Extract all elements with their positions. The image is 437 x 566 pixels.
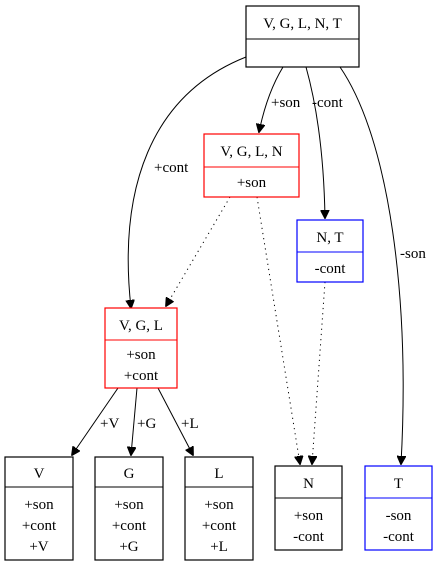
edge-label-root-t: -son xyxy=(400,246,426,262)
node-n-feature-2: -cont xyxy=(293,529,325,545)
node-g-box xyxy=(94,456,164,561)
node-l-feature-1: +son xyxy=(204,497,234,513)
node-vgln-feature: +son xyxy=(237,175,267,191)
node-g-title: G xyxy=(124,466,135,482)
node-vgln-box xyxy=(203,133,300,198)
node-root-title: V, G, L, N, T xyxy=(263,16,342,32)
edge-labels: +cont +son -cont -son +V +G +L xyxy=(100,95,426,432)
node-vgl-box xyxy=(104,307,178,389)
edge-nt-to-n xyxy=(312,281,326,464)
node-vgl: V, G, L +son +cont xyxy=(104,307,178,389)
node-n-title: N xyxy=(303,476,314,492)
node-v-feature-3: +V xyxy=(29,539,48,555)
edge-label-root-nt: -cont xyxy=(312,95,344,111)
node-l-feature-2: +cont xyxy=(202,518,237,534)
node-l-title: L xyxy=(214,466,223,482)
node-vgl-feature-1: +son xyxy=(126,347,156,363)
edge-vgl-to-v xyxy=(72,387,119,455)
edge-vgln-to-n xyxy=(256,196,300,464)
node-vgln: V, G, L, N +son xyxy=(203,133,300,198)
node-g-feature-3: +G xyxy=(119,539,138,555)
node-nt-title: N, T xyxy=(316,230,343,246)
edges xyxy=(72,56,403,464)
node-n: N +son -cont xyxy=(274,465,343,551)
node-vgl-feature-2: +cont xyxy=(124,368,159,384)
node-g-feature-2: +cont xyxy=(112,518,147,534)
edge-label-root-vgl: +cont xyxy=(154,160,189,176)
node-v-title: V xyxy=(34,466,45,482)
node-root-box xyxy=(245,5,360,68)
edge-label-vgl-g: +G xyxy=(137,416,156,432)
edge-vgl-to-g xyxy=(131,387,138,455)
node-l: L +son +cont +L xyxy=(184,456,254,561)
node-g: G +son +cont +G xyxy=(94,456,164,561)
node-v-box xyxy=(4,456,74,561)
edge-vgln-to-vgl xyxy=(166,196,231,306)
node-t-box xyxy=(364,465,433,551)
edge-root-to-nt xyxy=(305,66,325,218)
node-root: V, G, L, N, T xyxy=(245,5,360,68)
node-v: V +son +cont +V xyxy=(4,456,74,561)
node-v-feature-2: +cont xyxy=(22,518,57,534)
node-l-feature-3: +L xyxy=(210,539,228,555)
edge-label-vgl-l: +L xyxy=(181,416,199,432)
edge-root-to-t xyxy=(339,66,403,464)
edge-label-root-vgln: +son xyxy=(271,95,301,111)
edge-root-to-vgln xyxy=(259,66,284,132)
node-vgln-title: V, G, L, N xyxy=(220,144,282,160)
node-t: T -son -cont xyxy=(364,465,433,551)
edge-label-vgl-v: +V xyxy=(100,416,119,432)
edge-vgl-to-l xyxy=(157,387,193,455)
node-t-title: T xyxy=(394,476,403,492)
edge-root-to-vgl xyxy=(128,56,247,308)
node-vgl-title: V, G, L xyxy=(119,318,163,334)
node-n-feature-1: +son xyxy=(294,508,324,524)
node-n-box xyxy=(274,465,343,551)
node-nt-box xyxy=(296,219,364,283)
node-g-feature-1: +son xyxy=(114,497,144,513)
node-v-feature-1: +son xyxy=(24,497,54,513)
node-l-box xyxy=(184,456,254,561)
node-nt: N, T -cont xyxy=(296,219,364,283)
node-t-feature-2: -cont xyxy=(383,529,415,545)
node-nt-feature: -cont xyxy=(315,261,347,277)
node-t-feature-1: -son xyxy=(386,508,412,524)
